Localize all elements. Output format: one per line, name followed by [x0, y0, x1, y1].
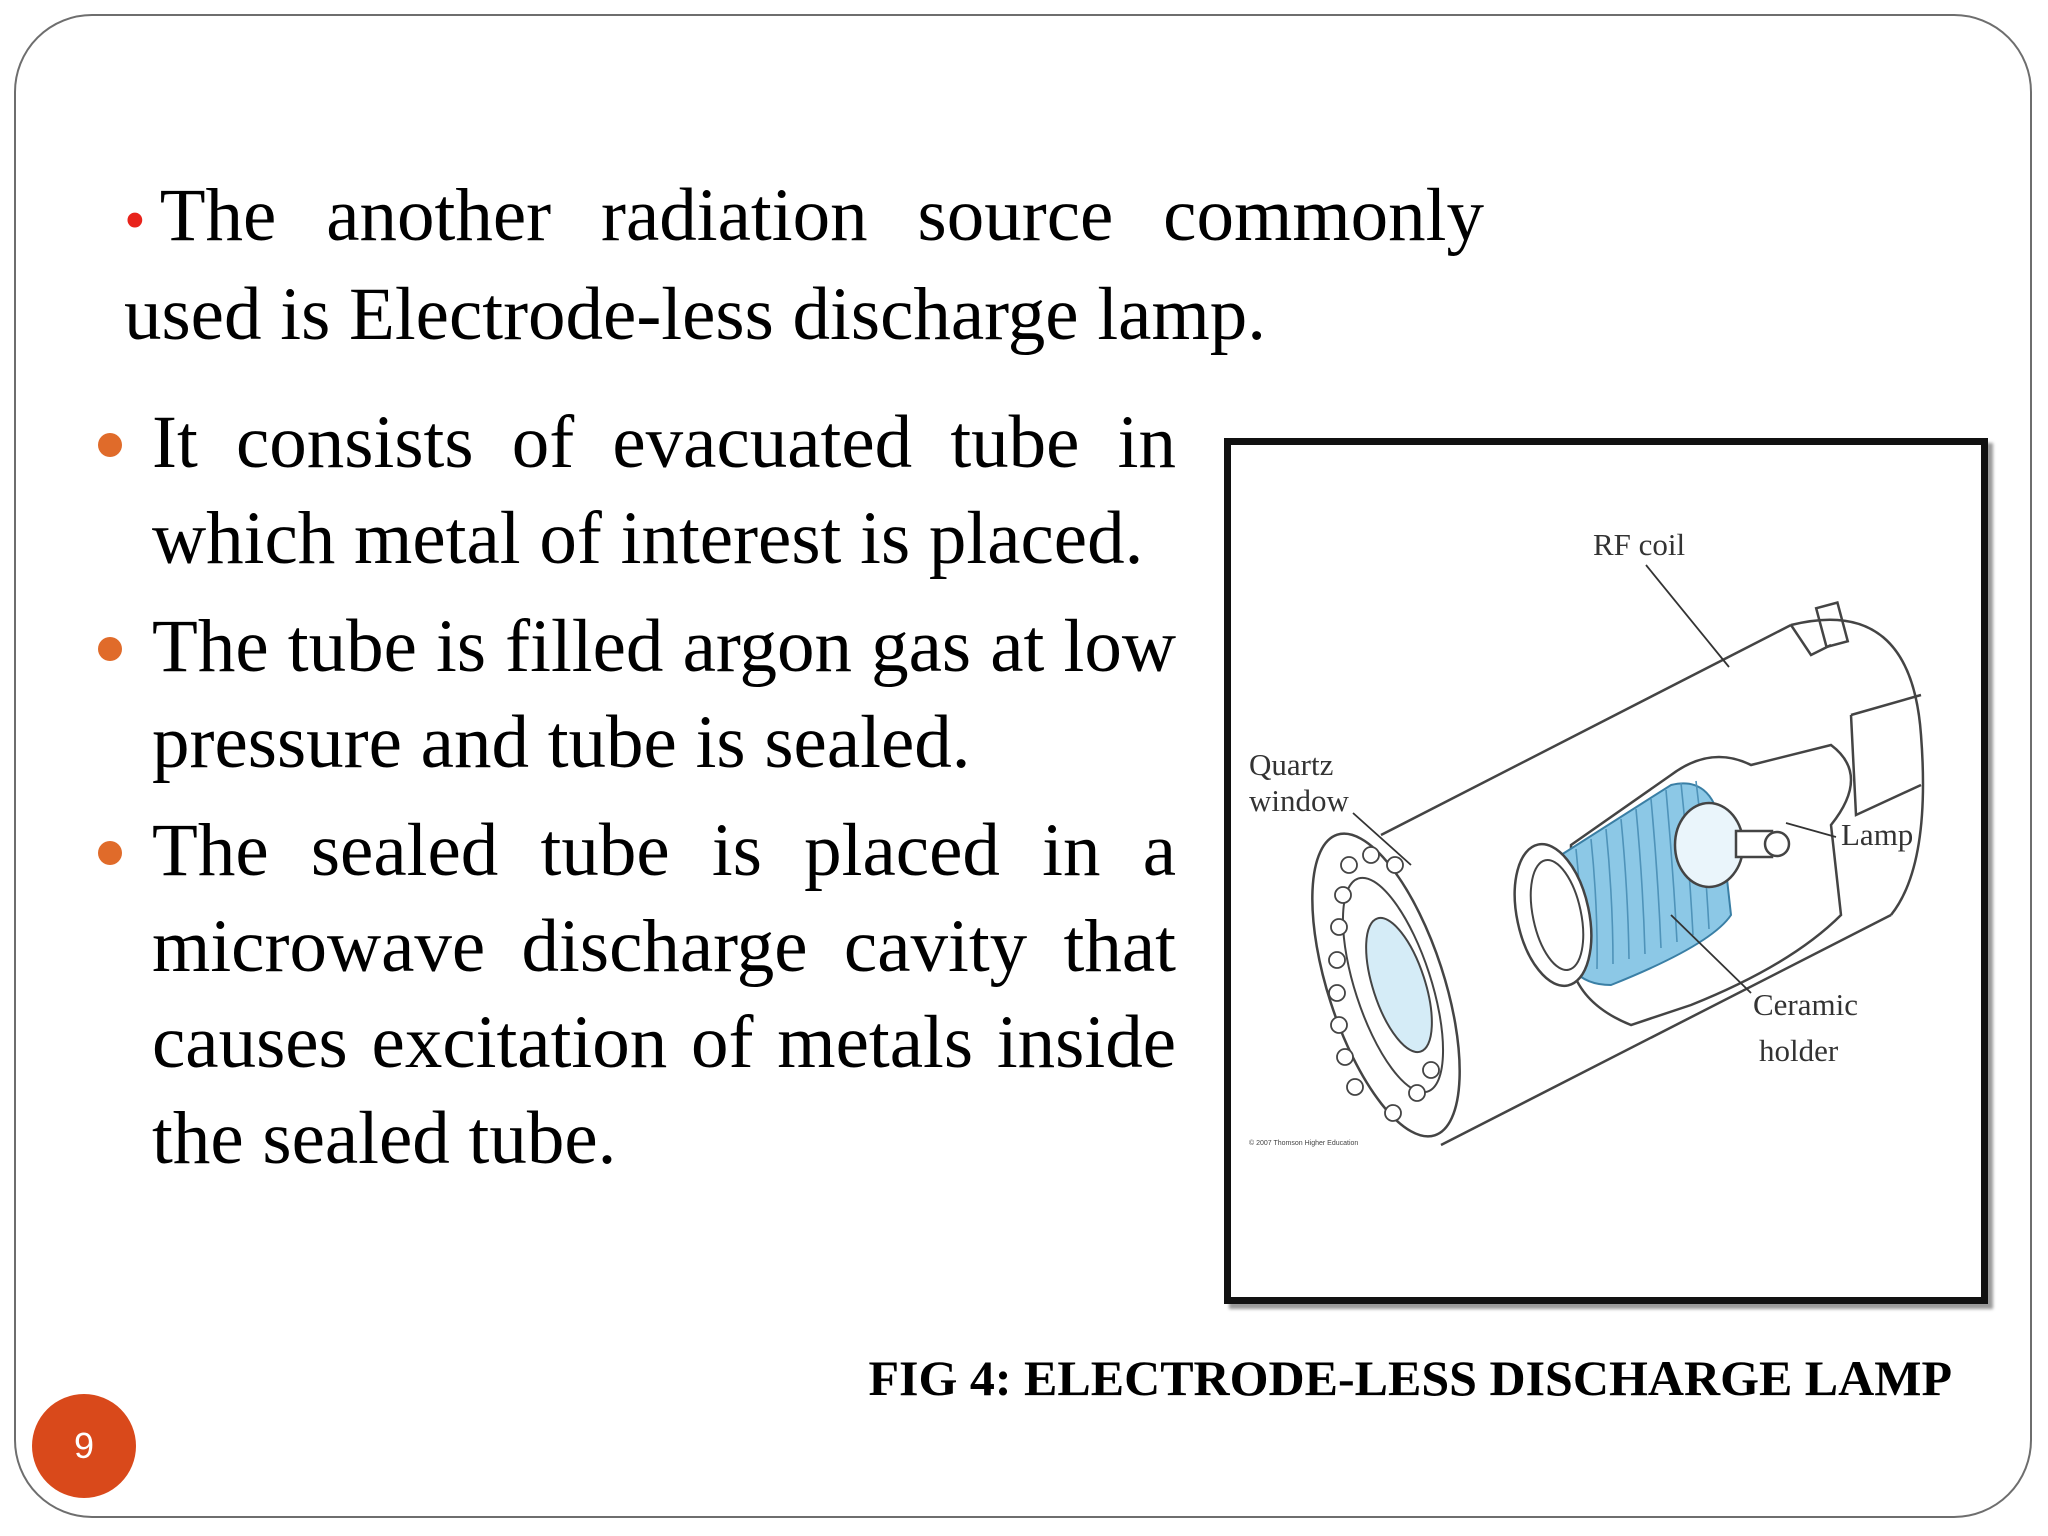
bullet-dot-icon: [98, 637, 122, 661]
bullet-dot-icon: [98, 433, 122, 457]
bullet-list: It consists of evacuated tube in which m…: [98, 395, 1176, 1199]
bullet-text: It consists of evacuated tube in which m…: [152, 401, 1176, 580]
list-item: The tube is filled argon gas at low pres…: [98, 599, 1176, 791]
list-item: The sealed tube is placed in a microwave…: [98, 803, 1176, 1187]
copyright-note: © 2007 Thomson Higher Education: [1249, 1139, 1358, 1147]
lamp-diagram: RF coil Quartz window Lamp Ceramic holde…: [1249, 527, 1925, 1147]
bullet-text: The sealed tube is placed in a microwave…: [152, 809, 1176, 1180]
label-ceramic: Ceramic: [1753, 987, 1858, 1022]
bullet-text: The tube is filled argon gas at low pres…: [152, 605, 1176, 784]
label-quartz: Quartz: [1249, 747, 1333, 782]
label-lamp: Lamp: [1841, 817, 1913, 852]
intro-paragraph: •The another radiation source commonly u…: [124, 166, 1484, 364]
intro-text: The another radiation source commonly us…: [124, 174, 1484, 356]
bullet-dot-icon: [98, 841, 122, 865]
bullet-dot-icon: •: [124, 187, 146, 255]
label-window: window: [1249, 783, 1350, 818]
label-rf-coil: RF coil: [1593, 527, 1685, 562]
label-holder: holder: [1759, 1033, 1839, 1068]
list-item: It consists of evacuated tube in which m…: [98, 395, 1176, 587]
lamp-figure: RF coil Quartz window Lamp Ceramic holde…: [1224, 438, 1988, 1304]
figure-caption: FIG 4: ELECTRODE-LESS DISCHARGE LAMP: [868, 1350, 1953, 1406]
page-number-badge: 9: [32, 1394, 136, 1498]
